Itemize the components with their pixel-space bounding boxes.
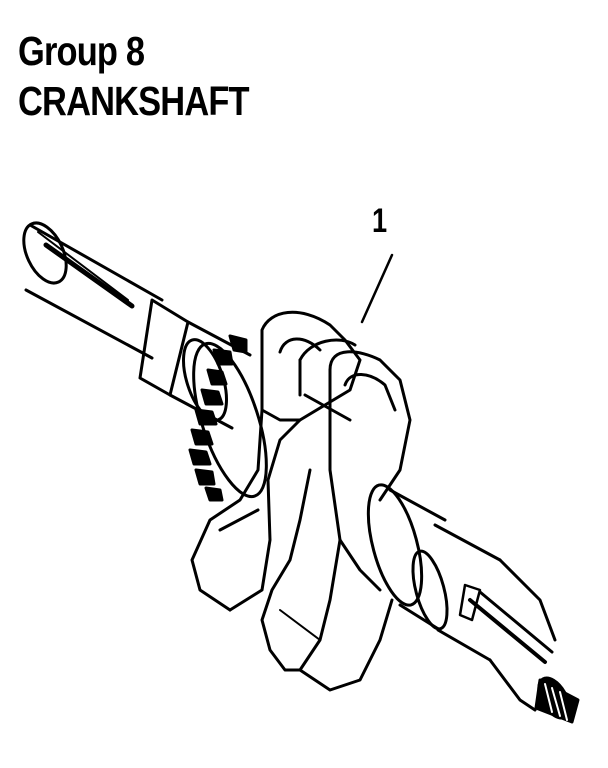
callout-number: 1: [372, 202, 388, 240]
timing-gear-icon: [188, 334, 268, 502]
callout-leader-line: [360, 253, 394, 324]
crank-pin-icon: [298, 338, 357, 422]
right-shaft-end-icon: [458, 558, 557, 712]
section-title: CRANKSHAFT: [18, 78, 250, 124]
page-heading: Group 8 CRANKSHAFT: [18, 26, 250, 126]
front-crank-web-icon: [190, 310, 362, 612]
rear-crank-web-icon: [260, 350, 412, 692]
threaded-tip-icon: [534, 676, 580, 724]
left-shaft-end-icon: [22, 221, 164, 360]
group-label: Group 8: [18, 28, 145, 74]
main-journal-icon: [366, 483, 502, 662]
